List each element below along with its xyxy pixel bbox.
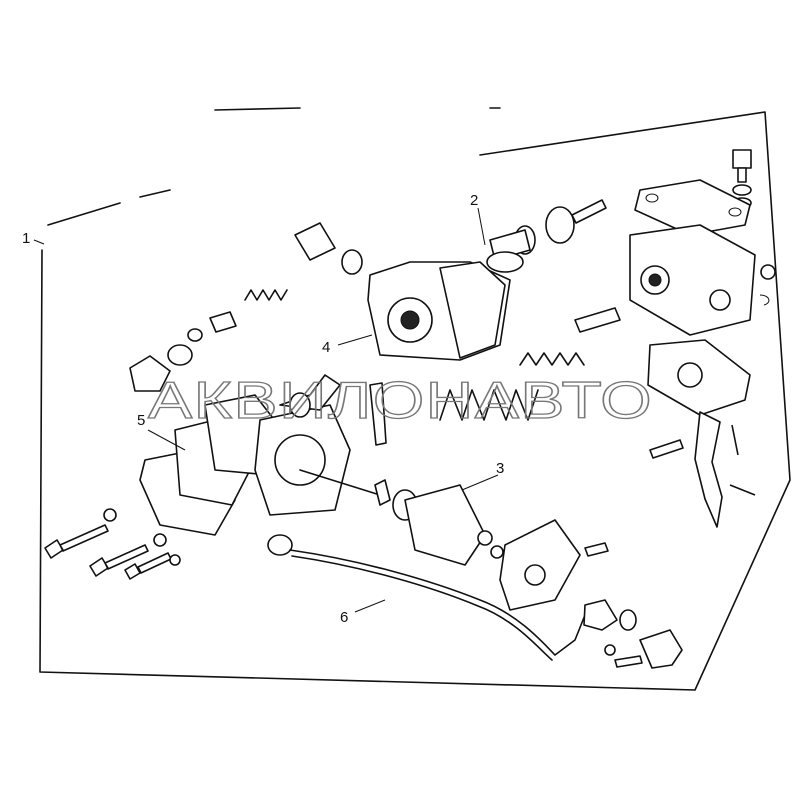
- valve-stem: [299, 382, 391, 506]
- flange-assembly-5: [139, 374, 351, 536]
- fuel-tube-6: [267, 534, 683, 669]
- label-5-leader: [147, 429, 186, 451]
- piston-assembly-2: [486, 199, 607, 273]
- callout-4: 4: [322, 339, 330, 356]
- gasket-right: [647, 339, 751, 416]
- upper-flange-housing: [629, 179, 776, 336]
- lever-arm: [649, 411, 756, 528]
- assembly-boundary: [39, 107, 791, 691]
- label-4-leader: [337, 334, 373, 346]
- cover-plate: [499, 519, 609, 611]
- callout-1: 1: [22, 230, 30, 247]
- callout-5: 5: [137, 412, 145, 429]
- watermark: АКВИЛОНАВТО: [148, 372, 653, 430]
- label-3-leader: [461, 474, 499, 491]
- callout-3: 3: [496, 460, 504, 477]
- bolts-left: [44, 508, 181, 580]
- diaphragm-3: [392, 484, 504, 566]
- callout-6: 6: [340, 609, 348, 626]
- main-housing-4: [367, 261, 511, 361]
- label-6-leader: [354, 599, 386, 613]
- small-parts-left: [129, 222, 363, 392]
- label-1-leader: [33, 239, 45, 245]
- callout-2: 2: [470, 192, 478, 209]
- label-2-leader: [477, 207, 486, 246]
- springs: [244, 289, 621, 421]
